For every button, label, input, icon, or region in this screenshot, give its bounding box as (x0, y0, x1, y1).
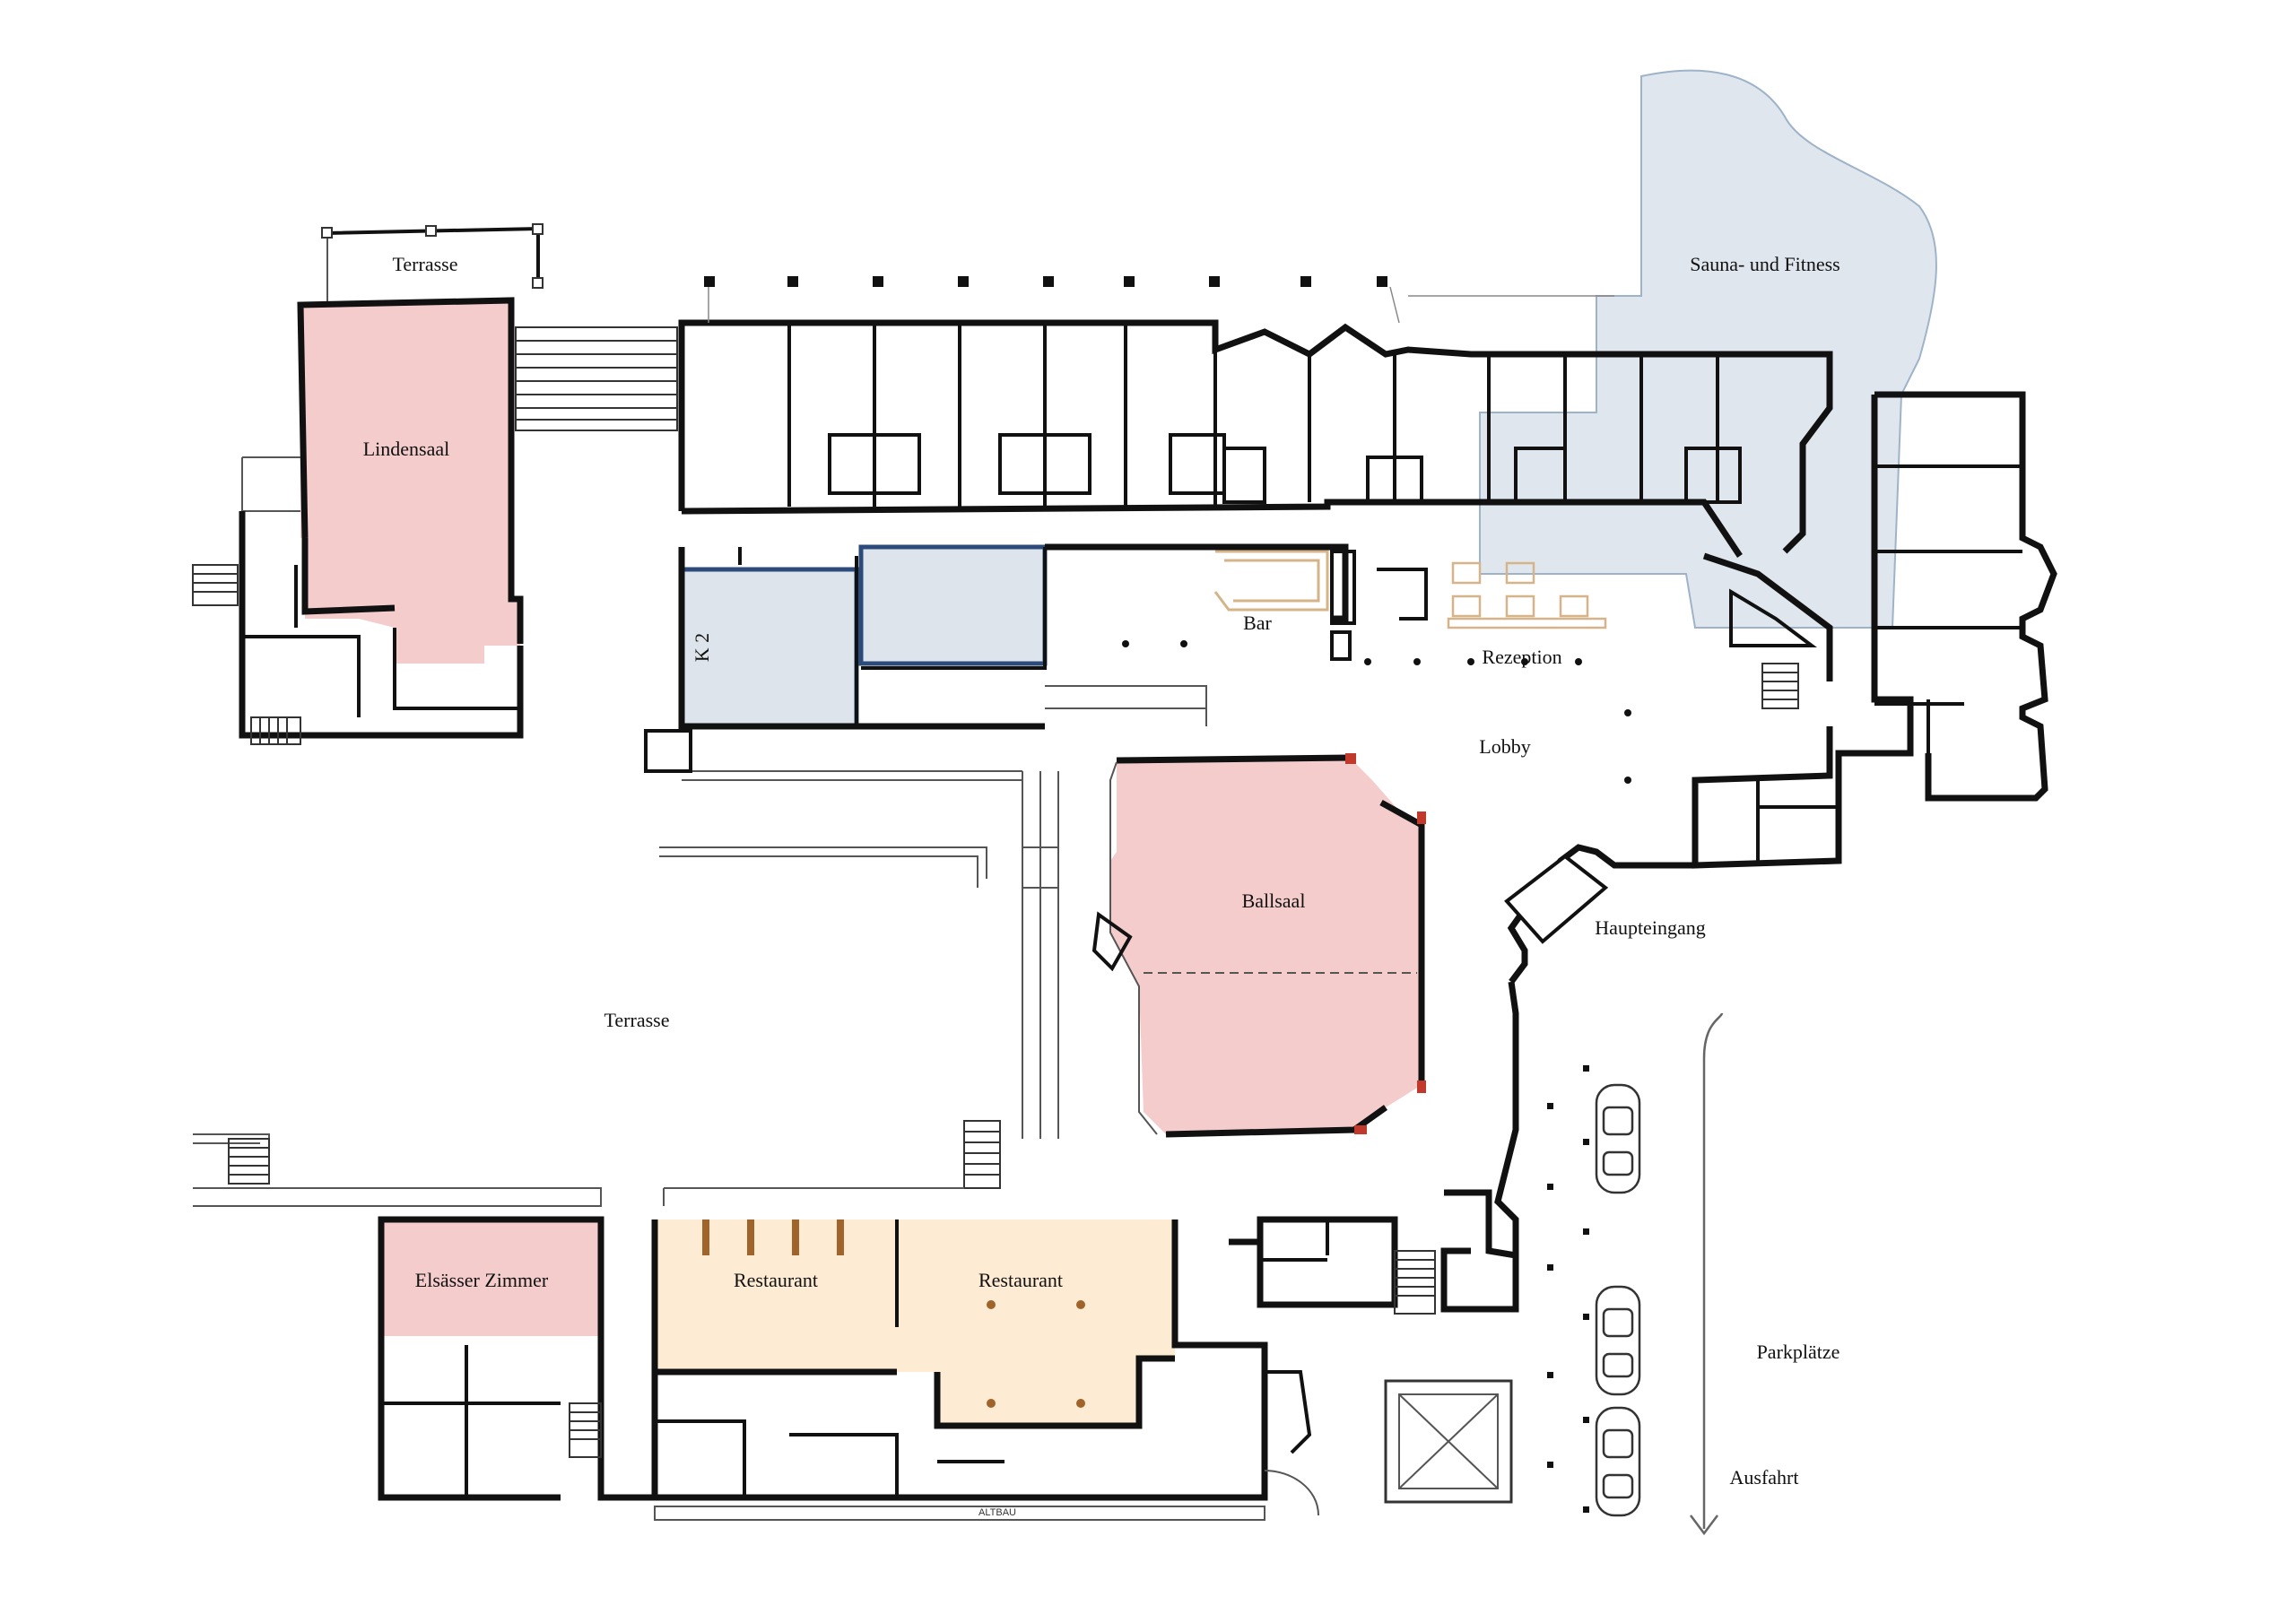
label-k2: K 2 (691, 633, 713, 662)
car-icon (1595, 1285, 1641, 1396)
label-rezeption: Rezeption (1482, 646, 1561, 668)
label-haupteingang: Haupteingang (1595, 916, 1705, 939)
arrow-down-icon (1690, 1012, 1724, 1536)
parking-markers (1547, 1065, 1589, 1513)
lobby-columns (1122, 640, 1631, 784)
facade-columns (704, 276, 1387, 287)
altbau-walls (378, 1219, 1268, 1501)
car-icon (1595, 1406, 1641, 1517)
bridge-stairs (515, 326, 678, 431)
room-wing-walls (678, 319, 1833, 554)
label-elsaesser-zimmer: Elsässer Zimmer (415, 1269, 549, 1291)
label-sauna-fitness: Sauna- und Fitness (1690, 253, 1839, 275)
terrace-posts (321, 223, 544, 289)
restaurant-columns (702, 1219, 1085, 1408)
haupteingang-door[interactable] (1504, 854, 1609, 944)
label-lindensaal: Lindensaal (363, 438, 450, 460)
label-bar: Bar (1243, 612, 1272, 634)
gazebo (1384, 1379, 1513, 1504)
elsaesser-zimmer-room[interactable] (381, 1219, 601, 1336)
stairs-icon (192, 564, 239, 606)
ballsaal-room[interactable] (1110, 758, 1422, 1134)
meeting-room-2[interactable] (858, 544, 1048, 666)
label-terrasse-top: Terrasse (393, 253, 458, 275)
car-icon (1595, 1083, 1641, 1194)
label-restaurant-1: Restaurant (734, 1269, 818, 1291)
label-terrasse-main: Terrasse (604, 1009, 670, 1031)
restaurant-room[interactable] (655, 1219, 1175, 1426)
right-wing-walls (1874, 391, 2057, 802)
label-altbau: ALTBAU (978, 1507, 1016, 1518)
bar-counter (1213, 550, 1329, 612)
sauna-fitness-area[interactable] (1479, 69, 1937, 629)
label-ausfahrt: Ausfahrt (1730, 1466, 1799, 1488)
guest-room-dividers (787, 323, 1719, 507)
label-restaurant-2: Restaurant (978, 1269, 1063, 1291)
label-lobby: Lobby (1479, 735, 1530, 758)
elsaesser-walls (378, 1216, 604, 1336)
label-parkplaetze: Parkplätze (1757, 1341, 1840, 1363)
rezeption-desks (1447, 561, 1607, 629)
lindensaal-walls (297, 297, 524, 644)
lindensaal-room[interactable] (300, 300, 520, 664)
label-ballsaal: Ballsaal (1242, 890, 1306, 912)
